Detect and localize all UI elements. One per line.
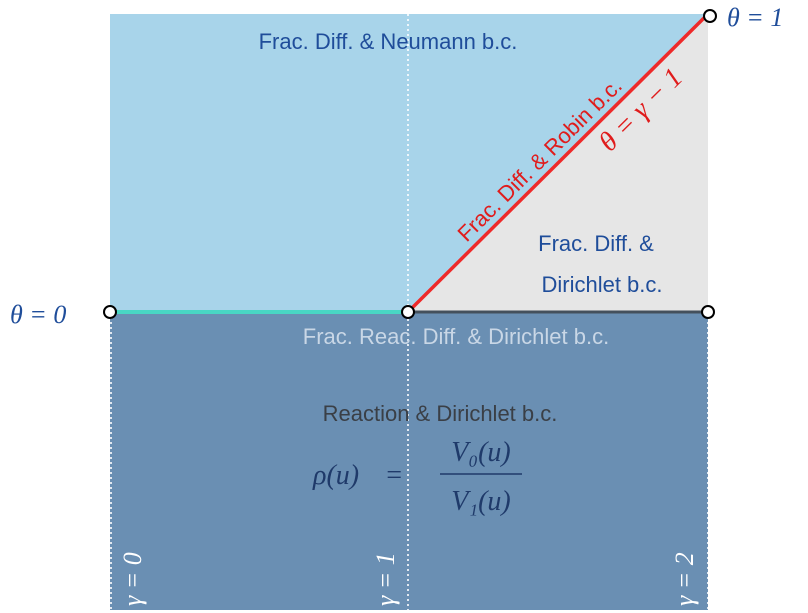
label-reac-diff: Frac. Reac. Diff. & Dirichlet b.c. — [303, 324, 609, 349]
point-gamma1 — [401, 305, 415, 319]
label-theta-top: θ = 1 — [727, 3, 783, 32]
label-gamma0: γ = 0 — [118, 552, 147, 606]
region-reaction — [110, 312, 708, 610]
label-gamma1: γ = 1 — [371, 552, 400, 606]
formula-numerator: V₀(u) — [451, 437, 511, 468]
formula-lhs: ρ(u) — [312, 460, 359, 491]
label-dirichlet-2: Dirichlet b.c. — [541, 272, 662, 297]
label-dirichlet-1: Frac. Diff. & — [538, 231, 654, 256]
point-gamma2 — [701, 305, 715, 319]
label-theta-left: θ = 0 — [10, 300, 66, 329]
robin-line — [406, 12, 710, 314]
label-neumann: Frac. Diff. & Neumann b.c. — [259, 29, 518, 54]
label-gamma2: γ = 2 — [670, 552, 699, 606]
point-origin — [103, 305, 117, 319]
formula-eq: = — [385, 460, 404, 491]
label-reaction: Reaction & Dirichlet b.c. — [323, 401, 558, 426]
point-top — [703, 9, 717, 23]
formula-denominator: V₁(u) — [451, 486, 511, 517]
